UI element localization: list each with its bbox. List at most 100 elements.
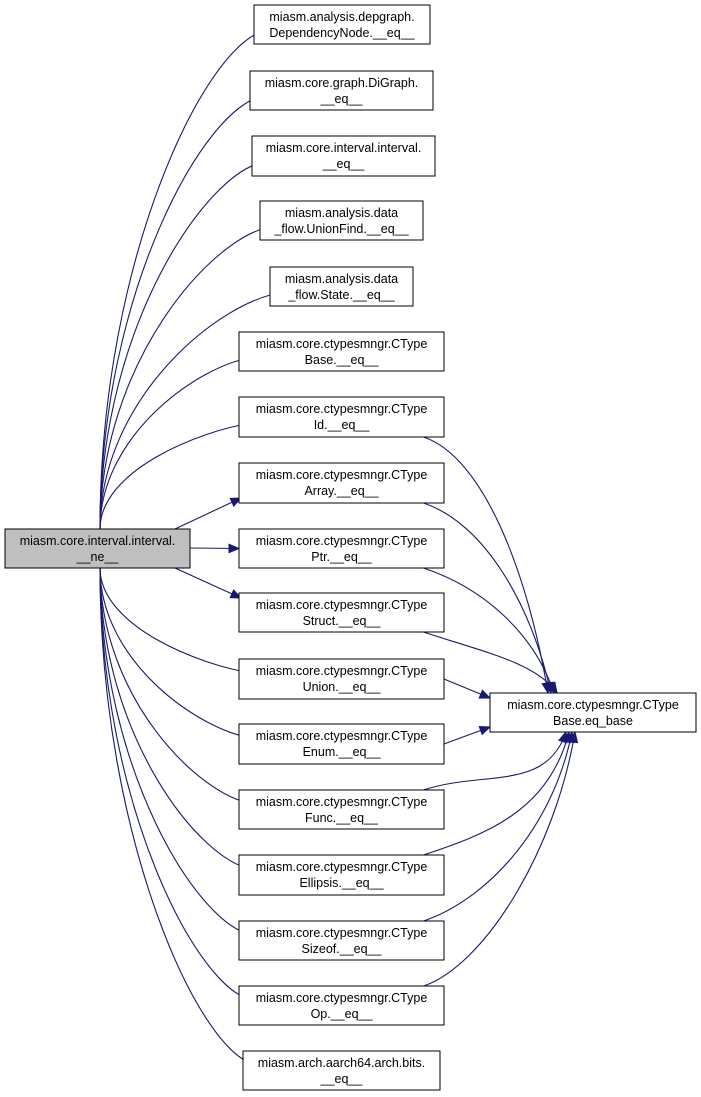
node-interval-eq[interactable]: miasm.core.interval.interval. __eq__: [251, 135, 436, 177]
node-label-line: Base.__eq__: [305, 353, 380, 367]
node-label-line: Op.__eq__: [311, 1007, 374, 1021]
edge-ctstruct_eq-to-eq-base: [423, 631, 558, 695]
edge-ne-to-ctellipsis_eq: [99, 567, 254, 873]
edge-ne-to-depnode_eq: [99, 27, 269, 530]
node-label-line: miasm.core.ctypesmngr.CType: [256, 534, 428, 548]
edge-ne-to-ctbase_eq-line: [99, 356, 253, 530]
edge-ne-to-ctstruct_eq-line: [174, 567, 242, 599]
node-label-line: miasm.core.interval.interval.: [266, 141, 422, 155]
edge-ctunion_eq-to-eq-base: [443, 678, 492, 699]
node-digraph-eq[interactable]: miasm.core.graph.DiGraph.__eq__: [249, 70, 434, 111]
edge-ne-to-ctid_eq: [99, 419, 254, 530]
node-ctypebase-eq-base[interactable]: miasm.core.ctypesmngr.CType Base.eq_base: [489, 692, 697, 733]
arrowhead-icon: [229, 497, 243, 508]
node-label-line: Base.eq_base: [553, 714, 633, 728]
edge-ctop_eq-to-eq-base-line: [423, 731, 576, 987]
node-label-line: _flow.UnionFind.__eq__: [273, 222, 409, 236]
node-label-line: Enum.__eq__: [303, 745, 382, 759]
edge-ne-to-ctfunc_eq-line: [99, 567, 253, 805]
edge-ctsizeof_eq-to-eq-base-line: [423, 731, 573, 922]
node-aarch64-eq[interactable]: miasm.arch.aarch64.arch.bits. __eq__: [242, 1050, 441, 1091]
edge-ctarray_eq-to-eq-base-line: [423, 502, 552, 694]
node-label-line: __eq__: [320, 92, 364, 106]
node-label-line: miasm.analysis.depgraph.: [269, 10, 414, 24]
node-label-line: miasm.core.ctypesmngr.CType: [256, 991, 428, 1005]
node-unionfind-eq[interactable]: miasm.analysis.data _flow.UnionFind.__eq_…: [259, 200, 424, 241]
edge-ctid_eq-to-eq-base-line: [423, 436, 549, 694]
node-label-line: Id.__eq__: [314, 418, 371, 432]
edge-ne-to-depnode_eq-line: [99, 29, 268, 530]
edge-ne-to-ctfunc_eq: [99, 567, 254, 807]
node-label-line: Ellipsis.__eq__: [299, 876, 384, 890]
node-label-line: Ptr.__eq__: [311, 550, 373, 564]
graph-nodes: miasm.core.interval.interval. __ne__ mia…: [4, 4, 697, 1091]
arrowhead-icon: [478, 689, 492, 699]
arrowhead-icon: [228, 543, 241, 554]
edge-ctstruct_eq-to-eq-base-line: [423, 631, 558, 694]
node-label-line: Union.__eq__: [303, 680, 382, 694]
edge-ne-to-ctenum_eq-line: [99, 567, 253, 739]
node-label-line: miasm.core.ctypesmngr.CType: [256, 926, 428, 940]
node-label-line: _flow.State.__eq__: [287, 288, 395, 302]
edge-ctop_eq-to-eq-base: [423, 730, 579, 987]
edge-ne-to-aarch64_eq: [99, 567, 258, 1068]
edge-ctfunc_eq-to-eq-base-line: [423, 731, 567, 791]
node-label-line: miasm.core.ctypesmngr.CType: [256, 598, 428, 612]
edge-ctellipsis_eq-to-eq-base-line: [423, 731, 570, 856]
arrowhead-icon: [568, 730, 579, 744]
node-label-line: miasm.core.ctypesmngr.CType: [256, 402, 428, 416]
node-label-line: __eq__: [322, 157, 366, 171]
node-label-line: miasm.core.ctypesmngr.CType: [256, 337, 428, 351]
edge-ne-to-ctarray_eq-line: [174, 497, 242, 530]
edge-ne-to-ctenum_eq: [99, 567, 254, 742]
edge-ne-to-ctellipsis_eq-line: [99, 567, 253, 870]
node-label-line: __eq__: [320, 1072, 364, 1086]
edge-ne-to-ctunion_eq-line: [99, 567, 253, 674]
edge-ne-to-ctsizeof_eq: [99, 567, 254, 938]
edge-ctenum_eq-to-eq-base: [443, 725, 492, 745]
edge-ctfunc_eq-to-eq-base: [423, 730, 568, 791]
edge-ne-to-ctop_eq-line: [99, 567, 253, 1001]
node-label-line: miasm.core.ctypesmngr.CType: [256, 664, 428, 678]
node-label-line: Sizeof.__eq__: [302, 942, 383, 956]
node-label-line: Func.__eq__: [305, 811, 379, 825]
node-label-line: miasm.core.ctypesmngr.CType: [256, 729, 428, 743]
node-ctellipsis-eq[interactable]: miasm.core.ctypesmngr.CTypeEllipsis.__eq…: [238, 854, 445, 896]
edge-ne-to-ctbase_eq: [99, 354, 254, 530]
node-label-line: miasm.core.ctypesmngr.CType: [256, 860, 428, 874]
edge-ne-to-ctunion_eq: [99, 567, 254, 677]
node-label-line: miasm.analysis.data: [285, 206, 398, 220]
edge-ctsizeof_eq-to-eq-base: [423, 730, 575, 922]
node-label-line: Array.__eq__: [304, 484, 379, 498]
node-label-line: miasm.core.interval.interval.: [20, 534, 176, 548]
node-depnode-eq[interactable]: miasm.analysis.depgraph. DependencyNode._…: [253, 4, 431, 45]
edge-ne-to-state_eq-line: [99, 291, 284, 530]
edge-ne-to-ctsizeof_eq-line: [99, 567, 253, 936]
node-label-line: miasm.analysis.data: [285, 272, 398, 286]
edge-ctellipsis_eq-to-eq-base: [423, 730, 572, 856]
node-label-line: miasm.core.ctypesmngr.CType: [256, 468, 428, 482]
edge-ne-to-aarch64_eq-line: [99, 567, 257, 1066]
edge-ne-to-ctptr_eq: [189, 543, 241, 554]
edge-ne-to-ctop_eq: [99, 567, 254, 1003]
node-label-line: miasm.arch.aarch64.arch.bits.: [258, 1056, 425, 1070]
edge-ctptr_eq-to-eq-base-line: [423, 567, 555, 694]
edge-ne-to-unionfind_eq-line: [99, 225, 274, 530]
edge-ne-to-interval_eq-line: [99, 161, 266, 530]
node-label-line: DependencyNode.__eq__: [269, 26, 415, 40]
node-state-eq[interactable]: miasm.analysis.data _flow.State.__eq__: [269, 266, 414, 307]
edge-ne-to-ctstruct_eq: [174, 567, 243, 599]
node-interval-ne[interactable]: miasm.core.interval.interval. __ne__: [4, 528, 191, 569]
node-label-line: Struct.__eq__: [303, 614, 382, 628]
